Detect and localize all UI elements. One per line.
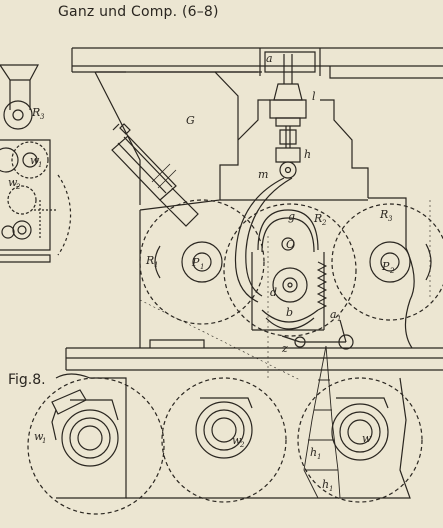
- label-m: m: [258, 168, 268, 181]
- label-R1-sub: 1: [154, 261, 158, 269]
- label-z: z: [281, 342, 288, 355]
- lower-levers: [281, 319, 354, 350]
- label-w2-sub: 2: [239, 441, 245, 449]
- label-d: d: [270, 286, 277, 299]
- construction-lines: [139, 200, 431, 381]
- part-labels: a l G h m g O d b z w R 1 R 2 R 3 R 3 P …: [8, 52, 395, 493]
- label-w1: w: [34, 430, 44, 443]
- label-O: O: [286, 238, 295, 251]
- lower-housing: [51, 373, 411, 499]
- label-h1-sub: 1: [317, 453, 321, 461]
- roll-hubs: [154, 241, 432, 283]
- label-g: g: [288, 210, 295, 223]
- label-R2: R: [313, 212, 322, 225]
- base-plate: [65, 339, 443, 371]
- main-casting: [139, 99, 415, 349]
- label-P1: P: [191, 256, 200, 269]
- label-w: w: [362, 432, 372, 445]
- label-P1-sub: 1: [200, 263, 204, 271]
- chains: [303, 345, 341, 499]
- label-R3: R: [379, 208, 388, 221]
- label-a: a: [266, 52, 273, 65]
- label-l: l: [312, 90, 316, 103]
- grinding-rolls: [139, 199, 443, 337]
- label-a1-sub: 1: [337, 315, 341, 323]
- label-w1-left-sub: 1: [38, 161, 42, 169]
- feed-valve: [269, 54, 307, 179]
- label-h1-lower: h: [322, 478, 329, 491]
- label-h: h: [304, 148, 311, 161]
- hopper: [94, 71, 262, 205]
- label-R3-sub: 3: [388, 215, 393, 223]
- label-P2-sub: 2: [389, 267, 395, 275]
- lower-roll-pitch-circles: [27, 377, 423, 515]
- label-h1-lower-sub: 1: [329, 485, 333, 493]
- inset-figure: [0, 64, 72, 263]
- roll-housing: [251, 209, 328, 331]
- top-frame: [71, 47, 443, 79]
- label-G: G: [186, 114, 195, 127]
- label-w2-left-sub: 2: [15, 183, 21, 191]
- label-w2: w: [232, 434, 242, 447]
- label-w1-sub: 1: [42, 437, 46, 445]
- spring-cylinder: [111, 123, 199, 227]
- figure-label: Fig.8.: [8, 372, 46, 388]
- plate-caption: Ganz und Comp. (6–8): [58, 4, 219, 20]
- label-P2: P: [381, 260, 390, 273]
- label-b: b: [286, 306, 293, 319]
- label-h1: h: [310, 446, 317, 459]
- label-R3-left: R: [31, 106, 40, 119]
- label-R1: R: [145, 254, 154, 267]
- lower-rolls: [61, 397, 389, 467]
- label-a1: a: [330, 308, 337, 321]
- label-R3-left-sub: 3: [40, 113, 45, 121]
- label-R2-sub: 2: [321, 219, 327, 227]
- label-w1-left: w: [30, 154, 40, 167]
- swing-arm: [234, 177, 293, 303]
- label-w2-left: w: [8, 176, 18, 189]
